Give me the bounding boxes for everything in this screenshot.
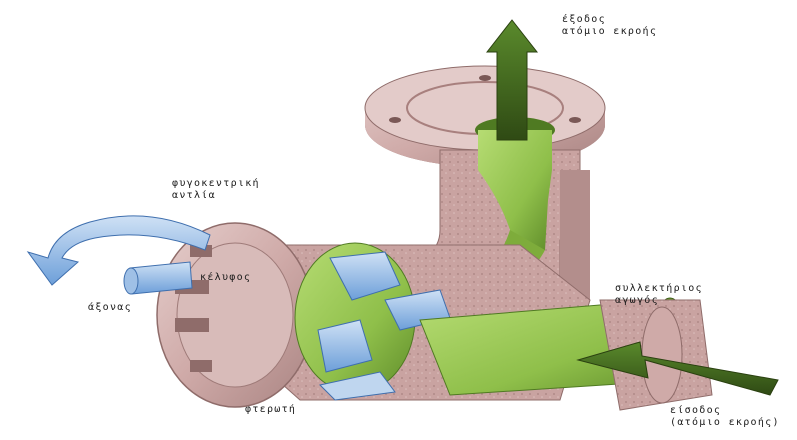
outlet-label: έξοδος ατόμιο εκροής bbox=[562, 14, 657, 38]
inlet-label: είσοδος (ατόμιο εκροής) bbox=[670, 405, 780, 429]
axle bbox=[124, 262, 192, 294]
impeller-label: φτερωτή bbox=[245, 404, 296, 416]
pump-label: φυγοκεντρική αντλία bbox=[172, 178, 260, 202]
axle-label: άξονας bbox=[88, 302, 132, 314]
collector-label: συλλεκτήριος αγωγός bbox=[615, 283, 703, 307]
casing-label: κέλυφος bbox=[200, 272, 251, 284]
